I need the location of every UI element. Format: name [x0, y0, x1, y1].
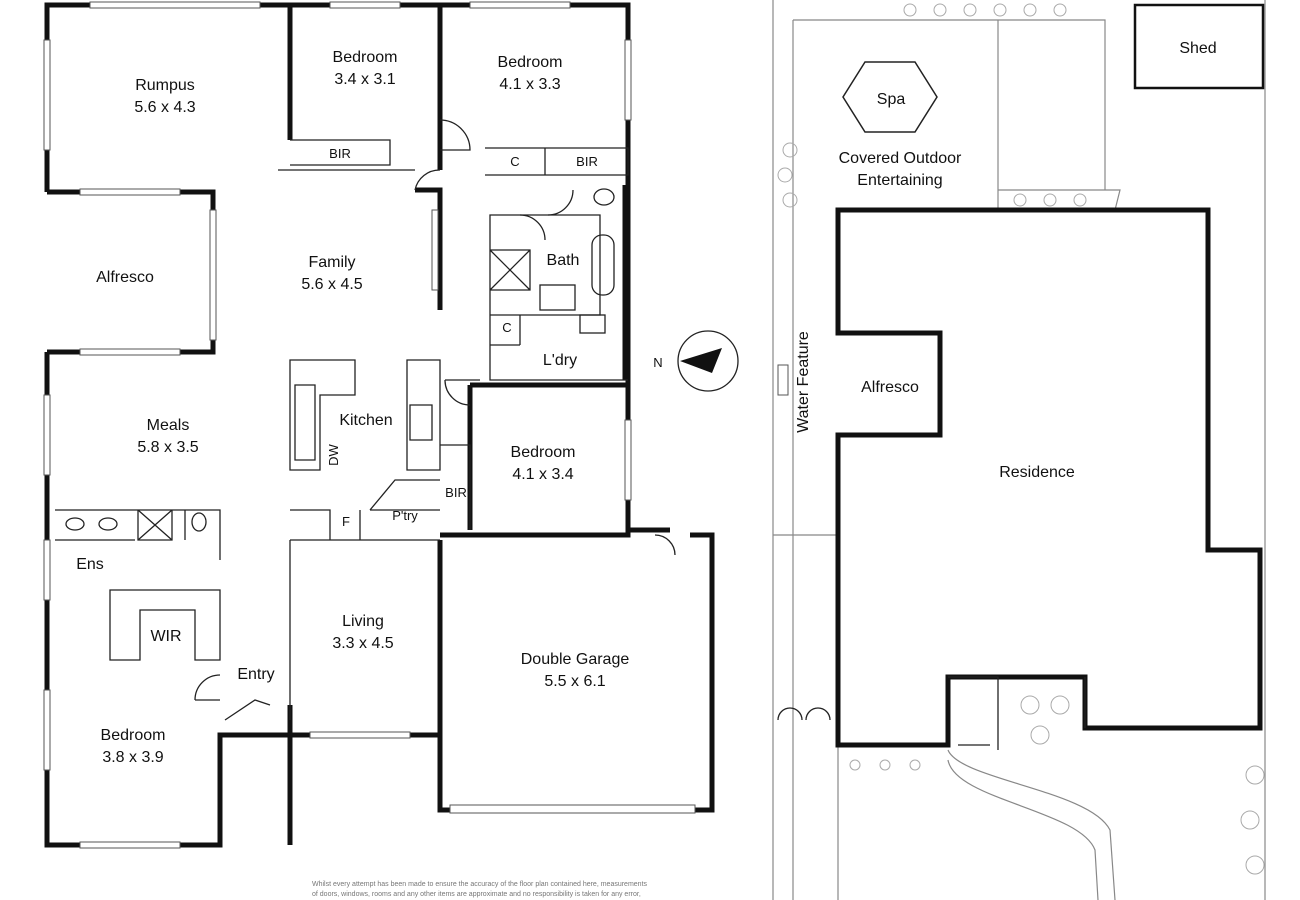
water-feature-label: Water Feature — [795, 331, 812, 433]
room-label: L'dry — [543, 352, 577, 369]
fixture-label: BIR — [445, 485, 467, 500]
shrubs — [777, 3, 1265, 875]
fixture-label: DW — [326, 443, 341, 465]
room-label: Family — [308, 254, 355, 271]
residence-label: Residence — [999, 464, 1075, 481]
room-label: Alfresco — [96, 269, 154, 286]
room-size: 3.4 x 3.1 — [334, 71, 395, 88]
room-label: Ens — [76, 556, 104, 573]
room-size: 3.3 x 4.5 — [332, 635, 393, 652]
north-compass: N — [653, 330, 739, 392]
spa-label: Spa — [877, 91, 906, 108]
room-label: WIR — [150, 628, 181, 645]
disclaimer-line: Whilst every attempt has been made to en… — [312, 881, 648, 888]
room-label: Living — [342, 613, 384, 630]
room-size: 3.8 x 3.9 — [102, 749, 163, 766]
shed — [1133, 3, 1265, 90]
porch-wall — [217, 705, 293, 845]
fixture-label: BIR — [329, 146, 351, 161]
room-size: 4.1 x 3.4 — [512, 466, 573, 483]
water-feature — [777, 364, 789, 396]
room-size: 4.1 x 3.3 — [499, 76, 560, 93]
room-label: Rumpus — [135, 77, 195, 94]
fixture-label: P'try — [392, 508, 418, 523]
fixture-label: BIR — [576, 154, 598, 169]
room-label: Bath — [547, 252, 580, 269]
fixture-label: F — [342, 514, 350, 529]
room-label: Kitchen — [339, 412, 392, 429]
spa — [842, 61, 938, 133]
room-label: Bedroom — [511, 444, 576, 461]
covered-outdoor-label: Covered Outdoor — [839, 150, 962, 167]
compass-label: N — [653, 355, 662, 370]
room-label: Bedroom — [498, 54, 563, 71]
disclaimer-line: of doors, windows, rooms and any other i… — [312, 891, 641, 898]
shed-label: Shed — [1179, 40, 1216, 57]
fixture-label: C — [502, 320, 511, 335]
room-size: 5.8 x 3.5 — [137, 439, 198, 456]
site-plan: Shed Spa Covered Outdoor Entertaining Wa… — [772, 0, 1266, 900]
room-label: Entry — [237, 666, 274, 683]
room-size: 5.6 x 4.3 — [134, 99, 195, 116]
fixture-label: C — [510, 154, 519, 169]
room-label: Bedroom — [101, 727, 166, 744]
alfresco-label: Alfresco — [861, 379, 919, 396]
interior-wall — [287, 5, 631, 735]
room-size: 5.6 x 4.5 — [301, 276, 362, 293]
room-label: Double Garage — [521, 651, 630, 668]
room-size: 5.5 x 6.1 — [544, 673, 605, 690]
covered-outdoor-label: Entertaining — [857, 172, 942, 189]
floor-plan: N Rumpus 5.6 x 4.3 Bedroom 3.4 x 3.1 Bed… — [43, 1, 739, 898]
windows — [43, 1, 696, 849]
room-label: Bedroom — [333, 49, 398, 66]
room-label: Meals — [147, 417, 190, 434]
